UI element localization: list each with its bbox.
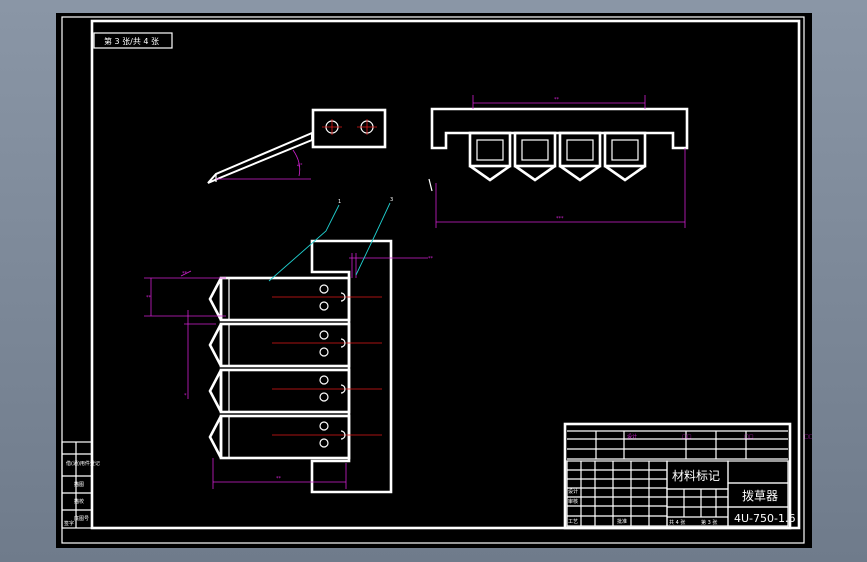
- leader-label-3: 3: [390, 197, 393, 203]
- sheet-number: 第 3 张: [701, 519, 717, 526]
- svg-text:**: **: [182, 271, 188, 277]
- strip-label-4: 签字: [64, 520, 74, 527]
- leader-line-1: [268, 204, 340, 282]
- row-label-design: 设计: [568, 488, 578, 495]
- svg-text:***: ***: [556, 216, 564, 222]
- strip-label-0: 借(通)用件登记: [66, 460, 100, 467]
- svg-text:4°: 4°: [297, 163, 303, 169]
- svg-text:**: **: [554, 97, 560, 103]
- svg-text:设计: 设计: [627, 433, 637, 440]
- row-label-approve: 批准: [617, 518, 627, 525]
- front-view-detail: ** ***: [428, 95, 689, 228]
- svg-text:*: *: [184, 393, 187, 399]
- leader-line-3: [355, 202, 391, 276]
- leader-label-1: 1: [338, 199, 341, 205]
- part-name: 拨草器: [742, 489, 778, 503]
- svg-text:□□: □□: [804, 434, 812, 440]
- mounting-plate: [311, 108, 387, 149]
- svg-text:**: **: [428, 256, 434, 262]
- inner-frame-border: [90, 19, 801, 530]
- svg-text:**: **: [146, 295, 152, 301]
- svg-text:□□: □□: [744, 434, 754, 440]
- svg-text:□□: □□: [682, 434, 692, 440]
- side-view-detail: 4°: [207, 108, 387, 184]
- tine-1: [208, 276, 382, 322]
- tine-2: [208, 322, 382, 368]
- angle-arc: [292, 149, 301, 177]
- cad-drawing: 第 3 张/共 4 张 借(通)用件登记 描图 描校 底图号 签字 4°: [61, 16, 812, 544]
- strip-label-2: 描校: [74, 498, 84, 505]
- top-channel-bar: [430, 107, 689, 150]
- cad-viewport[interactable]: 第 3 张/共 4 张 借(通)用件登记 描图 描校 底图号 签字 4°: [56, 13, 812, 548]
- tooth-3: [558, 131, 602, 182]
- svg-text:**: **: [276, 476, 282, 482]
- back-frame: [310, 239, 393, 494]
- strip-label-1: 描图: [74, 481, 84, 488]
- tine-3: [208, 368, 382, 414]
- tooth-2: [513, 131, 557, 182]
- row-label-process: 工艺: [568, 519, 578, 525]
- slanted-arm: [207, 131, 313, 184]
- tooth-1: [468, 131, 512, 182]
- sheet-count: 共 4 张: [669, 519, 685, 526]
- row-label-review: 审核: [568, 498, 578, 505]
- outer-sheet-border: [61, 16, 805, 544]
- title-block: 设计 □□ □□ □□ 设计 审核 工艺 批准 材料标记 共 4 张 第 3 张: [563, 422, 812, 530]
- title-block-border: [563, 422, 792, 530]
- tine-4: [208, 414, 382, 460]
- material-mark: 材料标记: [672, 469, 720, 483]
- left-registration-strip: 借(通)用件登记 描图 描校 底图号 签字: [61, 441, 100, 529]
- part-number: 4U-750-1.6: [734, 512, 795, 525]
- top-left-label-box: [93, 32, 173, 49]
- top-view-detail: ** * ** ** ** 1 3: [144, 197, 434, 494]
- top-left-label: 第 3 张/共 4 张: [104, 36, 159, 46]
- tooth-4: [603, 131, 647, 182]
- strip-label-3: 底图号: [74, 515, 89, 522]
